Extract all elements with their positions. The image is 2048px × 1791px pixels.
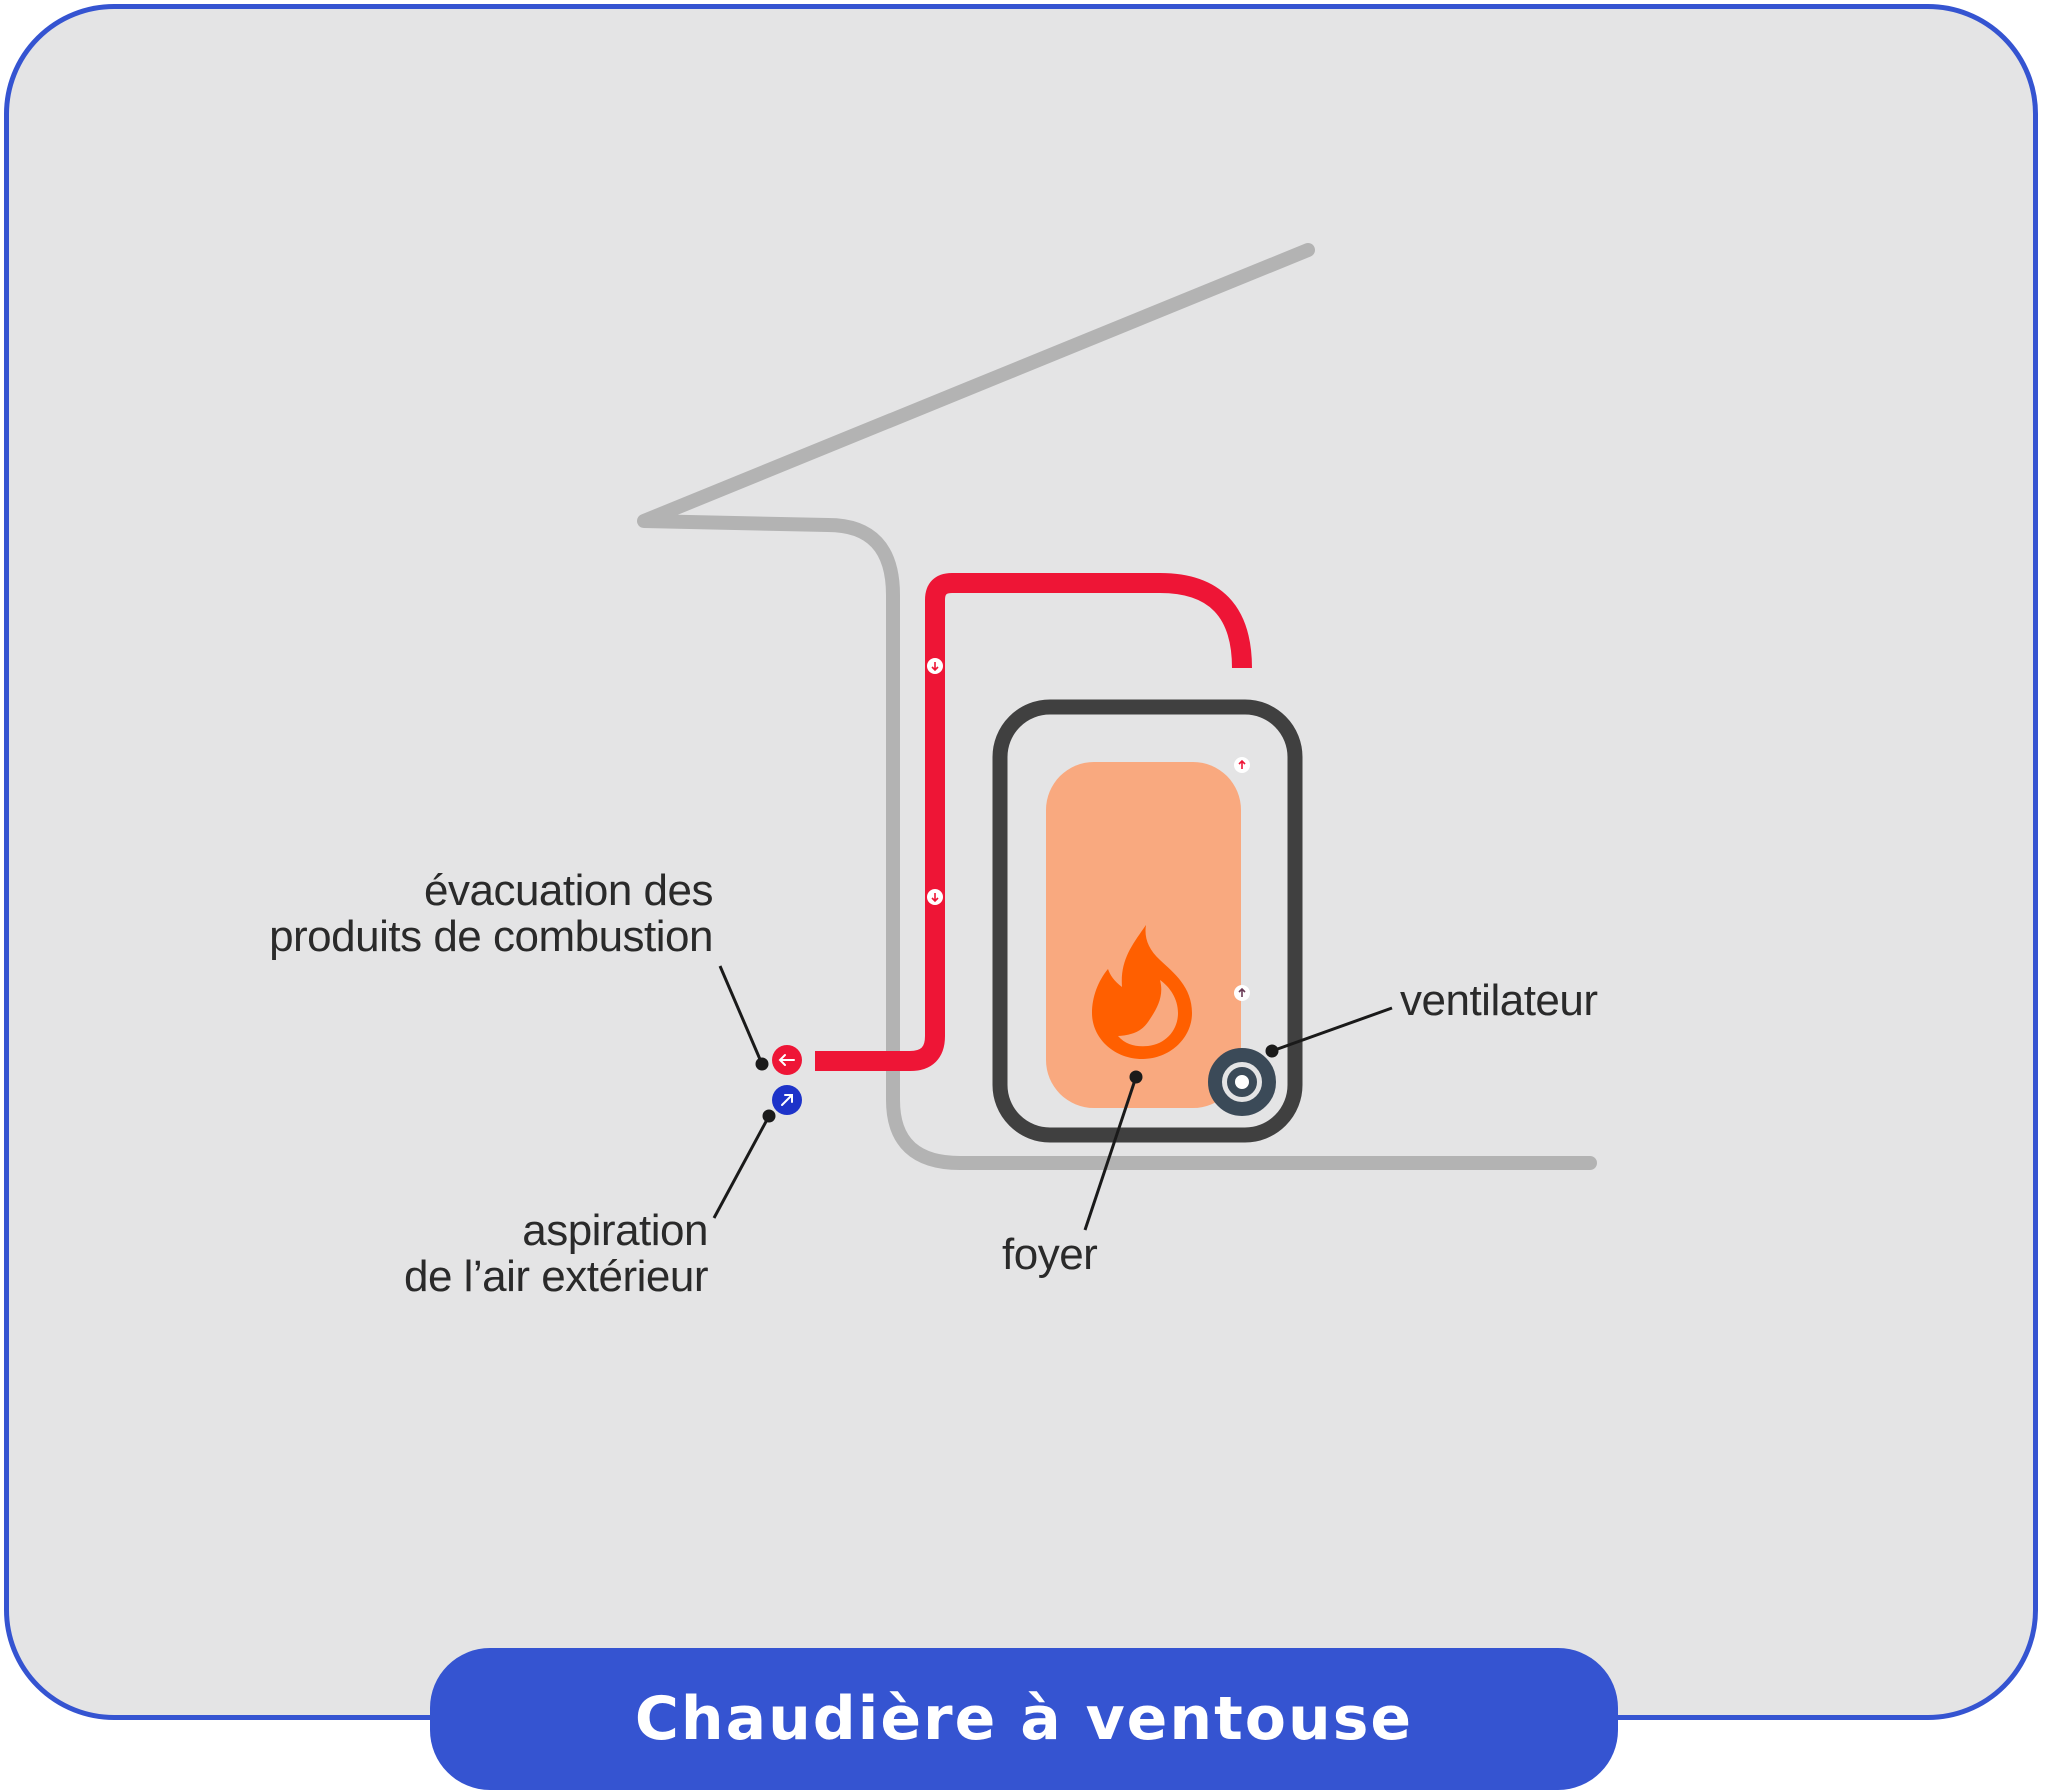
fan-label: ventilateur xyxy=(1400,976,1598,1025)
leader-lines xyxy=(712,965,1393,1231)
arrow-up-icon xyxy=(1234,985,1250,1001)
arrow-down-icon xyxy=(927,658,943,674)
diagram-title: Chaudière à ventouse xyxy=(634,1684,1414,1754)
arrow-up-icon xyxy=(1234,757,1250,773)
title-banner: Chaudière à ventouse xyxy=(430,1648,1618,1790)
boiler-outline xyxy=(992,699,1303,1143)
fan-icon xyxy=(1208,1048,1276,1116)
exhaust-label-line2: produits de combustion xyxy=(269,912,713,961)
diagram-frame xyxy=(4,4,2038,1720)
house-wall xyxy=(637,243,1597,1170)
exhaust-marker xyxy=(772,1045,802,1075)
intake-label: aspiration de l’air extérieur xyxy=(300,1206,709,1301)
exhaust-label: évacuation des produits de combustion xyxy=(150,868,713,960)
flame-icon xyxy=(1092,925,1192,1059)
intake-label-line1: aspiration xyxy=(522,1206,708,1255)
intake-label-line2: de l’air extérieur xyxy=(403,1252,709,1301)
arrow-down-icon xyxy=(927,889,943,905)
exhaust-label-line1: évacuation des xyxy=(424,866,714,915)
flow-arrows xyxy=(927,658,1250,1001)
intake-marker xyxy=(772,1085,802,1115)
arrow-up-right-icon xyxy=(781,1094,793,1106)
hearth-label: foyer xyxy=(1002,1230,1098,1279)
arrow-left-icon xyxy=(778,1054,795,1066)
